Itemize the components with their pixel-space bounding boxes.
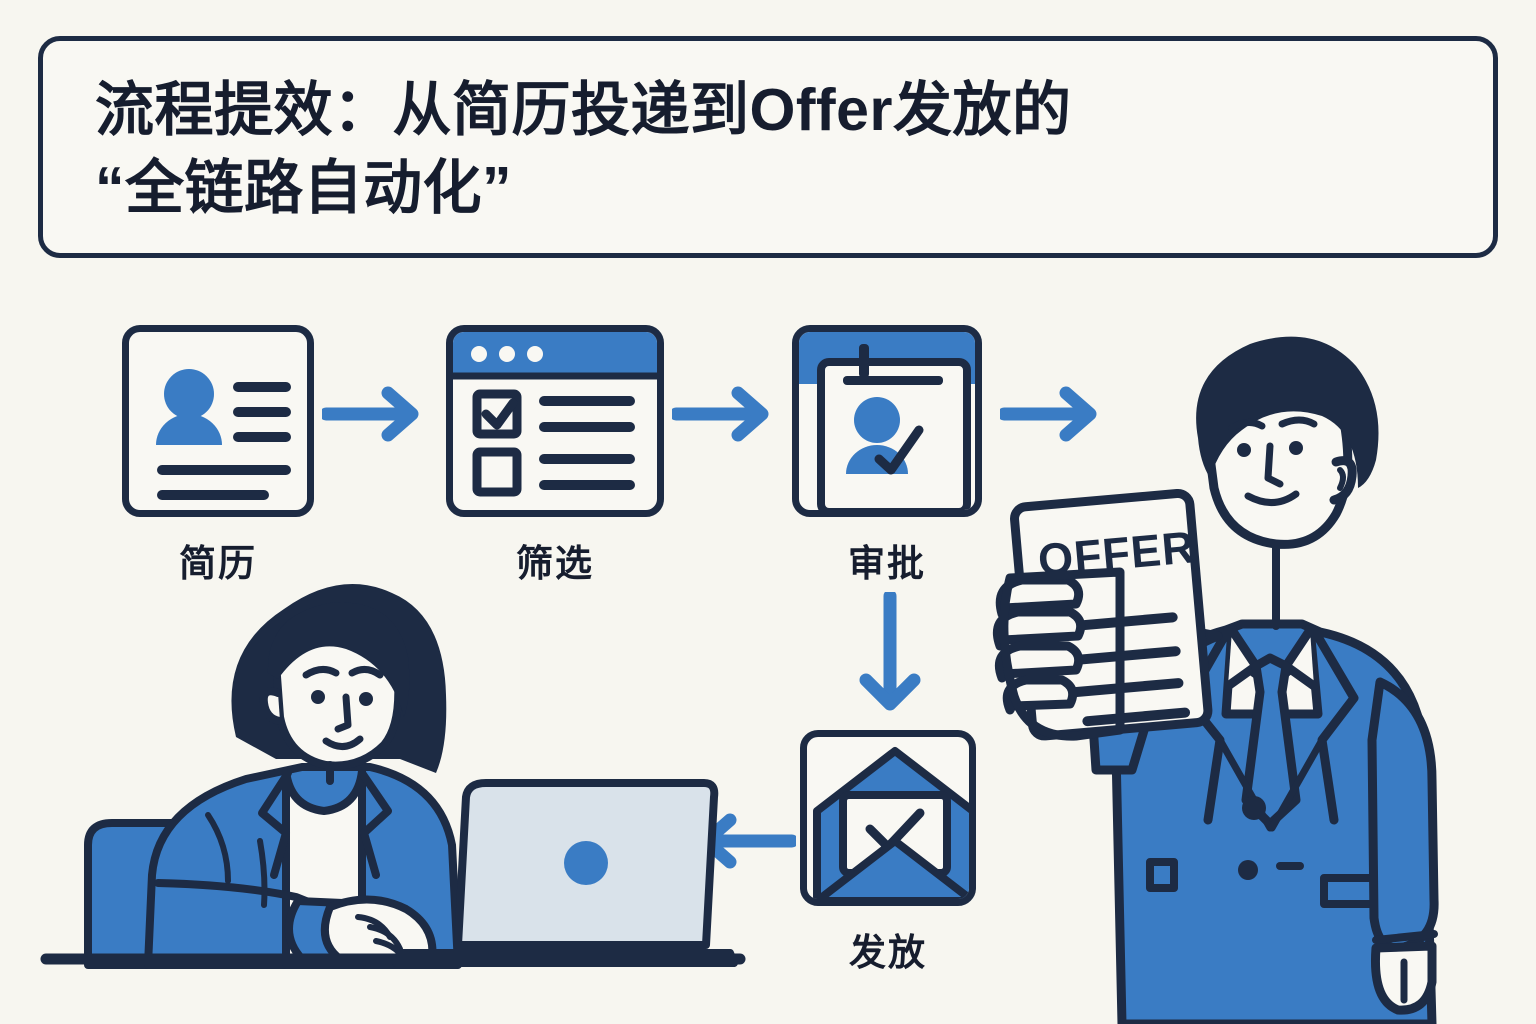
approval-badge-icon [792,325,982,517]
arrow-approve-to-issue-icon [852,589,928,727]
flow-step-approve-label: 审批 [848,543,926,584]
flow-step-resume[interactable]: 简历 [122,325,314,585]
page-title: 流程提效：从简历投递到Offer发放的 “全链路自动化” [95,77,1072,222]
approval-badge-glyph [799,332,975,510]
flow-step-issue-label: 发放 [849,932,927,973]
flow-step-screen-label: 筛选 [516,543,594,584]
arrow-approve-to-person-icon [997,385,1110,448]
envelope-check-icon [800,730,976,906]
flow-step-resume-label: 简历 [179,543,257,584]
checklist-window-glyph [453,332,657,497]
woman-at-laptop-illustration [40,584,746,969]
right-sleeve [1367,677,1439,953]
resume-card-glyph [156,369,291,500]
checklist-window-icon [446,325,664,517]
arrow-resume-to-screen-icon [319,385,432,448]
flow-step-approve[interactable]: 审批 [792,325,982,585]
laptop-logo [564,841,608,885]
flow-step-screen[interactable]: 筛选 [446,325,664,585]
left-hand [992,567,1125,741]
woman-at-laptop [40,545,760,975]
resume-card-icon [122,325,314,517]
hair [1196,336,1379,488]
man-holding-offer-illustration: OFFER [992,336,1439,1024]
arrow-screen-to-approve-icon [669,385,782,448]
tie [1241,653,1301,829]
man-holding-offer: OFFER [980,300,1536,1024]
flow-step-issue[interactable]: 发放 [800,730,976,980]
title-card: 流程提效：从简历投递到Offer发放的 “全链路自动化” [38,36,1498,258]
envelope-check-glyph [813,747,969,899]
